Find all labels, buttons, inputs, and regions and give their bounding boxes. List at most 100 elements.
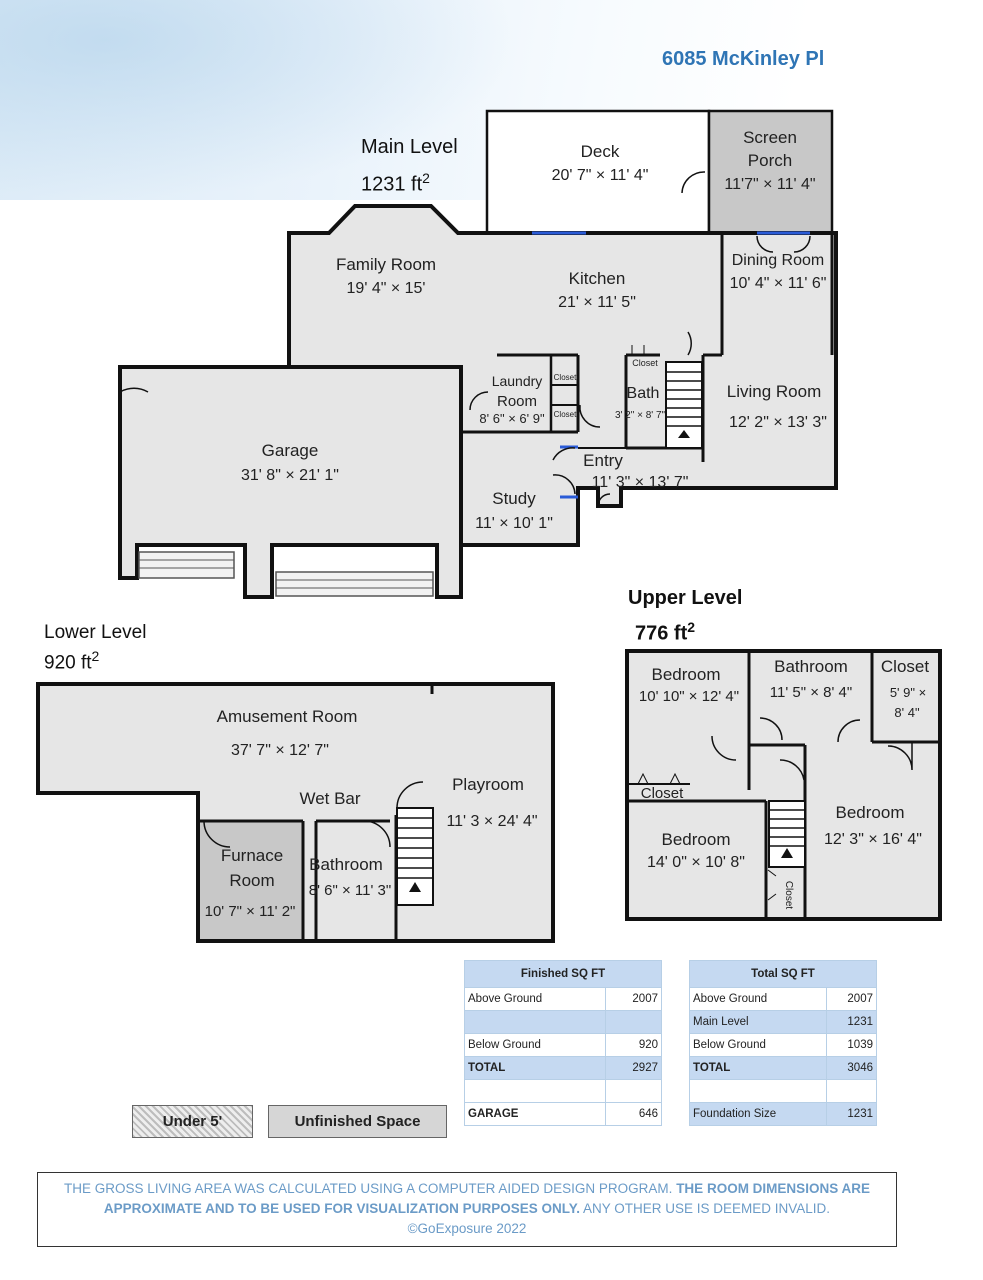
upper-bedroom2-dims: 12' 3" × 16' 4" (824, 831, 922, 848)
wet-bar-label: Wet Bar (299, 789, 360, 808)
table-cell: 2927 (604, 1056, 663, 1080)
main-level-plan (118, 109, 838, 599)
upper-closet-dims-1: 5' 9" × (890, 685, 926, 700)
deck-label: Deck (581, 142, 620, 161)
table-cell: 2007 (604, 987, 663, 1011)
upper-level-title: Upper Level (628, 587, 743, 609)
kitchen-label: Kitchen (569, 269, 626, 288)
garage-door-right (275, 571, 434, 597)
disclaimer-box: THE GROSS LIVING AREA WAS CALCULATED USI… (37, 1172, 897, 1247)
screen-porch-label-2: Porch (748, 151, 792, 170)
upper-closet-dims-2: 8' 4" (894, 705, 920, 720)
table-cell: Main Level (688, 1010, 828, 1034)
table-cell (826, 1079, 877, 1103)
lower-level-area: 920 ft2 (44, 648, 100, 674)
disclaimer-text-2: THE ROOM DIMENSIONS ARE APPROXIMATE AND … (103, 1181, 870, 1216)
main-level-area: 1231 ft2 (361, 170, 430, 196)
family-room-label: Family Room (336, 255, 436, 274)
dining-room-label: Dining Room (732, 252, 824, 269)
property-address: 6085 McKinley Pl (662, 48, 825, 70)
upper-bedroom1-label: Bedroom (652, 665, 721, 684)
table-cell (688, 1079, 828, 1103)
garage-label: Garage (262, 441, 319, 460)
family-room-dims: 19' 4" × 15' (347, 280, 426, 297)
laundry-dims: 8' 6" × 6' 9" (479, 411, 545, 426)
furnace-dims: 10' 7" × 11' 2" (205, 903, 296, 920)
disclaimer-text-3: ANY OTHER USE IS DEEMED INVALID. (583, 1201, 831, 1216)
furnace-label-2: Room (229, 871, 274, 890)
table-cell: TOTAL (464, 1056, 606, 1080)
table-cell: Foundation Size (688, 1102, 828, 1126)
study-label: Study (492, 489, 536, 508)
header-glow (0, 0, 520, 200)
bath-dims: 3' 2" × 8' 7" (615, 410, 666, 421)
table-cell: Below Ground (464, 1033, 606, 1057)
playroom-label: Playroom (452, 775, 524, 794)
upper-closet3-label: Closet (783, 881, 794, 910)
upper-level-area: 776 ft2 (635, 619, 696, 645)
lower-level-title: Lower Level (44, 622, 147, 643)
legend-under-5: Under 5' (132, 1105, 253, 1138)
living-room-label: Living Room (727, 382, 822, 401)
table-cell: 3046 (826, 1056, 877, 1080)
entry-dims: 11' 3" × 13' 7" (592, 474, 689, 491)
table-cell: Above Ground (688, 987, 828, 1011)
table-cell (464, 1010, 606, 1034)
legend-unfinished: Unfinished Space (268, 1105, 447, 1138)
copyright-text: ©GoExposure 2022 (407, 1221, 527, 1236)
table-cell (604, 1010, 663, 1034)
furnace-label-1: Furnace (221, 846, 283, 865)
amusement-room-label: Amusement Room (217, 707, 358, 726)
total-table-header: Total SQ FT (689, 960, 877, 988)
lower-bath-dims: 8' 6" × 11' 3" (309, 882, 391, 899)
laundry-closet-label-2: Closet (554, 410, 577, 419)
dining-room-dims: 10' 4" × 11' 6" (730, 275, 827, 292)
upper-bedroom1-dims: 10' 10" × 12' 4" (639, 688, 739, 705)
table-cell (464, 1079, 606, 1103)
table-cell: 1231 (826, 1102, 877, 1126)
laundry-label-1: Laundry (492, 373, 543, 389)
table-cell: Above Ground (464, 987, 606, 1011)
table-cell: Below Ground (688, 1033, 828, 1057)
table-cell: 646 (604, 1102, 663, 1126)
upper-bathroom-label: Bathroom (774, 657, 848, 676)
upper-bedroom3-label: Bedroom (662, 830, 731, 849)
bath-closet-label: Closet (632, 358, 658, 368)
upper-closet2-label: Closet (641, 785, 684, 802)
garage-dims: 31' 8" × 21' 1" (241, 467, 339, 484)
table-cell (604, 1079, 663, 1103)
table-cell: 2007 (826, 987, 877, 1011)
screen-porch-label-1: Screen (743, 128, 797, 147)
table-cell: 920 (604, 1033, 663, 1057)
table-cell: TOTAL (688, 1056, 828, 1080)
screen-porch-dims: 11'7" × 11' 4" (724, 176, 815, 193)
entry-label: Entry (583, 451, 623, 470)
amusement-room-dims: 37' 7" × 12' 7" (231, 742, 329, 759)
study-dims: 11' × 10' 1" (475, 515, 553, 532)
garage-door-left (138, 551, 235, 579)
upper-closet-label: Closet (881, 657, 929, 676)
living-room-dims: 12' 2" × 13' 3" (729, 414, 827, 431)
laundry-closet-label-1: Closet (554, 373, 577, 382)
laundry-label-2: Room (497, 393, 537, 410)
kitchen-dims: 21' × 11' 5" (558, 294, 636, 311)
lower-bath-label: Bathroom (309, 855, 383, 874)
table-cell: 1231 (826, 1010, 877, 1034)
disclaimer-text-1: THE GROSS LIVING AREA WAS CALCULATED USI… (64, 1181, 673, 1196)
screen-porch-outline (707, 109, 834, 235)
finished-table-header: Finished SQ FT (464, 960, 662, 988)
deck-dims: 20' 7" × 11' 4" (552, 167, 649, 184)
garage-outline (118, 365, 463, 599)
playroom-dims: 11' 3 × 24' 4" (446, 813, 537, 830)
furnace-room-fill (200, 821, 303, 939)
upper-bedroom3-dims: 14' 0" × 10' 8" (647, 854, 745, 871)
upper-level-plan (625, 649, 942, 921)
main-level-title: Main Level (361, 136, 458, 158)
upper-bathroom-dims: 11' 5" × 8' 4" (770, 684, 852, 701)
lower-level-plan (36, 682, 555, 943)
table-cell: GARAGE (464, 1102, 606, 1126)
bath-label: Bath (627, 385, 660, 402)
